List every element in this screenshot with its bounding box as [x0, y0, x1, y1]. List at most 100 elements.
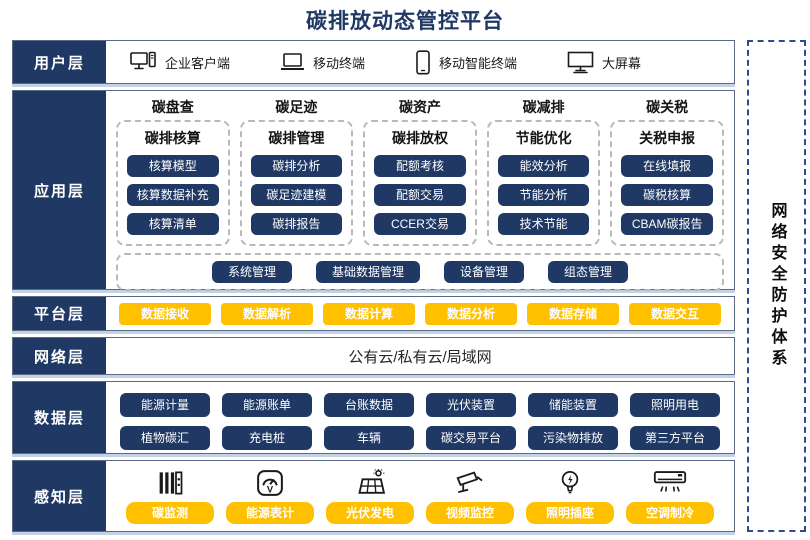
carbon-monitor-icon	[155, 465, 185, 501]
user-device-label: 大屏幕	[602, 55, 642, 71]
application-column: 碳足迹碳排管理碳排分析碳足迹建模碳排报告	[239, 95, 354, 246]
platform-layer: 平台层 数据接收数据解析数据计算数据分析数据存储数据交互	[12, 296, 735, 331]
module-chip: 节能分析	[497, 184, 590, 206]
column-header: 碳资产	[398, 99, 441, 115]
laptop-icon	[280, 52, 305, 73]
solar-panel-icon	[354, 465, 387, 501]
column-header: 碳关税	[646, 99, 689, 115]
module-chip: CCER交易	[374, 213, 466, 235]
column-module-box: 碳排管理碳排分析碳足迹建模碳排报告	[239, 120, 354, 246]
desktop-computer-icon	[130, 51, 157, 73]
sensor-label: 视频监控	[426, 502, 514, 524]
application-column: 碳盘查碳排核算核算模型核算数据补充核算清单	[116, 95, 230, 246]
column-subheader: 碳排放权	[391, 130, 448, 146]
network-layer: 网络层 公有云/私有云/局域网	[12, 337, 735, 375]
application-layer: 应用层 碳盘查碳排核算核算模型核算数据补充核算清单碳足迹碳排管理碳排分析碳足迹建…	[12, 90, 735, 291]
user-device-label: 企业客户端	[165, 55, 231, 71]
module-chip: 核算数据补充	[126, 184, 219, 206]
data-source-chip: 植物碳汇	[120, 426, 210, 450]
application-columns: 碳盘查碳排核算核算模型核算数据补充核算清单碳足迹碳排管理碳排分析碳足迹建模碳排报…	[116, 95, 724, 246]
network-layer-label: 网络层	[13, 338, 106, 374]
module-chip: 配额交易	[374, 184, 466, 206]
column-subheader: 碳排核算	[144, 130, 201, 146]
module-chip: 技术节能	[497, 213, 590, 235]
module-chip: CBAM碳报告	[621, 213, 714, 235]
management-chip: 设备管理	[444, 261, 525, 283]
user-device-label: 移动终端	[313, 55, 366, 71]
large-screen-icon	[567, 51, 594, 74]
sensor-label: 照明插座	[526, 502, 614, 524]
application-layer-label: 应用层	[13, 91, 106, 289]
sensor-item: 光伏发电	[320, 465, 420, 524]
layers-stack: 用户层 企业客户端移动终端移动智能终端大屏幕 应用层 碳盘查碳排核算核算模型核算…	[12, 40, 735, 538]
common-management-box: 系统管理 基础数据管理 设备管理 组态管理	[116, 253, 724, 291]
data-source-chip: 充电桩	[222, 426, 312, 450]
sensor-label: 光伏发电	[326, 502, 414, 524]
data-source-chip: 第三方平台	[630, 426, 720, 450]
user-layer-label: 用户层	[13, 41, 106, 83]
column-module-box: 节能优化能效分析节能分析技术节能	[486, 120, 601, 246]
data-source-grid: 能源计量能源账单台账数据光伏装置储能装置照明用电植物碳汇充电桩车辆碳交易平台污染…	[106, 382, 734, 453]
module-chip: 碳排报告	[250, 213, 343, 235]
module-chip: 碳税核算	[621, 184, 714, 206]
user-layer: 用户层 企业客户端 移动终端 移动智能终端 大屏幕	[12, 40, 735, 84]
data-source-chip: 储能装置	[528, 393, 618, 417]
platform-chip: 数据存储	[527, 302, 619, 325]
sensor-label: 空调制冷	[626, 502, 714, 524]
module-chip: 在线填报	[621, 155, 714, 177]
air-conditioner-icon	[653, 465, 687, 501]
data-source-chip: 照明用电	[630, 393, 720, 417]
management-chip: 系统管理	[211, 261, 292, 283]
user-device-item: 移动终端	[280, 52, 365, 73]
data-layer: 数据层 能源计量能源账单台账数据光伏装置储能装置照明用电植物碳汇充电桩车辆碳交易…	[12, 381, 735, 454]
light-bulb-icon	[557, 465, 583, 501]
user-device-item: 企业客户端	[130, 51, 230, 73]
perception-layer-label: 感知层	[13, 461, 106, 531]
platform-chip: 数据分析	[425, 302, 517, 325]
data-source-chip: 光伏装置	[426, 393, 516, 417]
svg-text:V: V	[267, 484, 274, 494]
security-sidebar: 网络安全防护体系	[747, 40, 806, 532]
data-source-chip: 能源账单	[222, 393, 312, 417]
module-chip: 核算模型	[126, 155, 219, 177]
column-subheader: 碳排管理	[268, 130, 325, 146]
column-subheader: 节能优化	[515, 130, 572, 146]
user-device-item: 大屏幕	[567, 51, 641, 74]
security-sidebar-text: 网络安全防护体系	[768, 202, 786, 370]
data-source-chip: 车辆	[324, 426, 414, 450]
smartphone-icon	[415, 49, 431, 75]
sensor-item: 空调制冷	[620, 465, 720, 524]
sensor-item: 照明插座	[520, 465, 620, 524]
module-chip: 碳足迹建模	[250, 184, 343, 206]
column-header: 碳减排	[522, 99, 565, 115]
platform-chip: 数据解析	[221, 302, 313, 325]
data-source-chip: 台账数据	[324, 393, 414, 417]
user-device-label: 移动智能终端	[439, 55, 518, 71]
module-chip: 碳排分析	[250, 155, 343, 177]
cctv-camera-icon	[454, 465, 487, 501]
management-chip: 基础数据管理	[315, 261, 420, 283]
page-title: 碳排放动态管控平台	[306, 10, 504, 33]
data-source-chip: 污染物排放	[528, 426, 618, 450]
column-module-box: 碳排核算核算模型核算数据补充核算清单	[116, 120, 230, 246]
energy-meter-icon: V	[255, 465, 285, 501]
platform-capability-list: 数据接收数据解析数据计算数据分析数据存储数据交互	[106, 297, 734, 330]
platform-chip: 数据交互	[629, 302, 721, 325]
network-description: 公有云/私有云/局域网	[348, 348, 492, 366]
module-chip: 能效分析	[497, 155, 590, 177]
application-column: 碳减排节能优化能效分析节能分析技术节能	[486, 95, 601, 246]
data-source-chip: 能源计量	[120, 393, 210, 417]
management-chip: 组态管理	[548, 261, 629, 283]
platform-chip: 数据计算	[323, 302, 415, 325]
column-header: 碳足迹	[275, 99, 318, 115]
sensor-label: 碳监测	[126, 502, 214, 524]
sensor-item: 碳监测	[120, 465, 220, 524]
